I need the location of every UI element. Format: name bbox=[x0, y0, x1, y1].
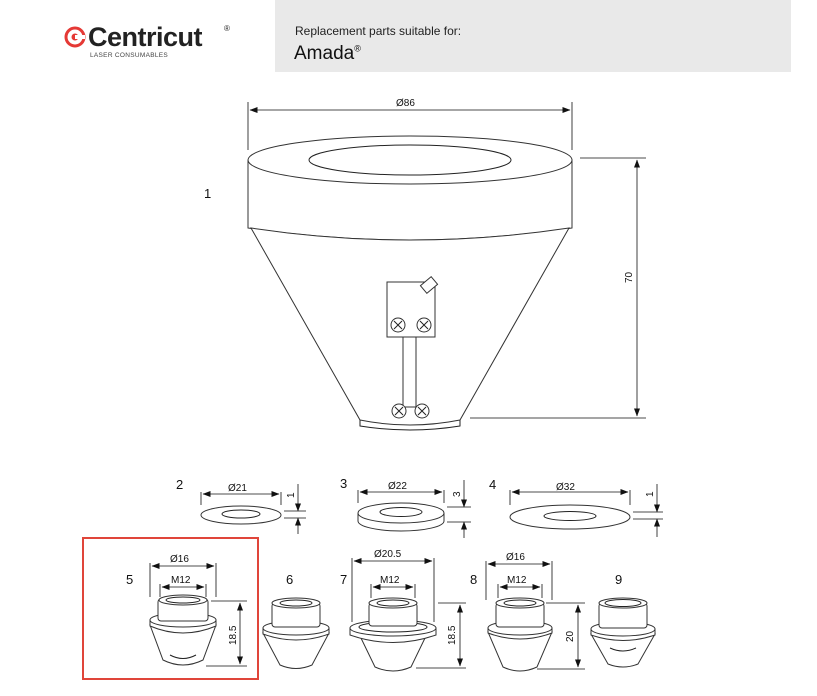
part-2-thickness-label: 1 bbox=[286, 492, 297, 498]
part-4-thickness-label: 1 bbox=[645, 491, 656, 497]
part-7-diameter-label: Ø20.5 bbox=[374, 549, 402, 560]
centricut-logo-icon bbox=[64, 26, 86, 48]
part-3-thickness-label: 3 bbox=[452, 491, 463, 497]
part-1-drawing bbox=[247, 102, 646, 431]
brand-tagline: LASER CONSUMABLES bbox=[90, 52, 169, 59]
part-9-drawing bbox=[590, 597, 656, 668]
part-4-number: 4 bbox=[489, 477, 496, 492]
part-3-diameter-label: Ø22 bbox=[388, 481, 407, 492]
part-7-drawing bbox=[349, 558, 466, 672]
header-title: Amada® bbox=[294, 43, 361, 65]
header-subtitle: Replacement parts suitable for: bbox=[295, 24, 462, 38]
header-panel: Replacement parts suitable for: Amada® bbox=[275, 0, 791, 72]
part-7-thread-label: M12 bbox=[380, 575, 400, 586]
part-5-number: 5 bbox=[126, 572, 133, 587]
part-6-drawing bbox=[262, 597, 330, 669]
part-2-drawing bbox=[200, 484, 306, 534]
part-3-number: 3 bbox=[340, 476, 347, 491]
part-8-number: 8 bbox=[470, 572, 477, 587]
part-8-drawing bbox=[485, 561, 585, 672]
part-2-diameter-label: Ø21 bbox=[228, 483, 247, 494]
part-1-diameter-label: Ø86 bbox=[396, 98, 415, 109]
part-5-diameter-label: Ø16 bbox=[170, 554, 189, 565]
part-1-number: 1 bbox=[204, 186, 211, 201]
header-registered-mark: ® bbox=[354, 43, 361, 54]
part-7-number: 7 bbox=[340, 572, 347, 587]
part-5-drawing bbox=[149, 563, 247, 667]
part-6-number: 6 bbox=[286, 572, 293, 587]
part-5-thread-label: M12 bbox=[171, 575, 191, 586]
part-5-height-label: 18.5 bbox=[228, 625, 239, 645]
part-2-number: 2 bbox=[176, 477, 183, 492]
brand-name: Centricut bbox=[88, 22, 203, 52]
part-4-diameter-label: Ø32 bbox=[556, 482, 575, 493]
part-5-highlight-box[interactable] bbox=[82, 537, 259, 680]
brand-registered-mark: ® bbox=[224, 24, 230, 33]
part-9-number: 9 bbox=[615, 572, 622, 587]
part-8-thread-label: M12 bbox=[507, 575, 527, 586]
part-1-height-label: 70 bbox=[624, 271, 635, 283]
part-8-height-label: 20 bbox=[565, 630, 576, 642]
part-8-diameter-label: Ø16 bbox=[506, 552, 525, 563]
part-7-height-label: 18.5 bbox=[447, 625, 458, 645]
part-4-drawing bbox=[509, 484, 663, 537]
brand-logo: Centricut ® LASER CONSUMABLES bbox=[64, 22, 244, 62]
part-3-drawing bbox=[357, 480, 471, 538]
header-title-text: Amada bbox=[294, 43, 355, 64]
